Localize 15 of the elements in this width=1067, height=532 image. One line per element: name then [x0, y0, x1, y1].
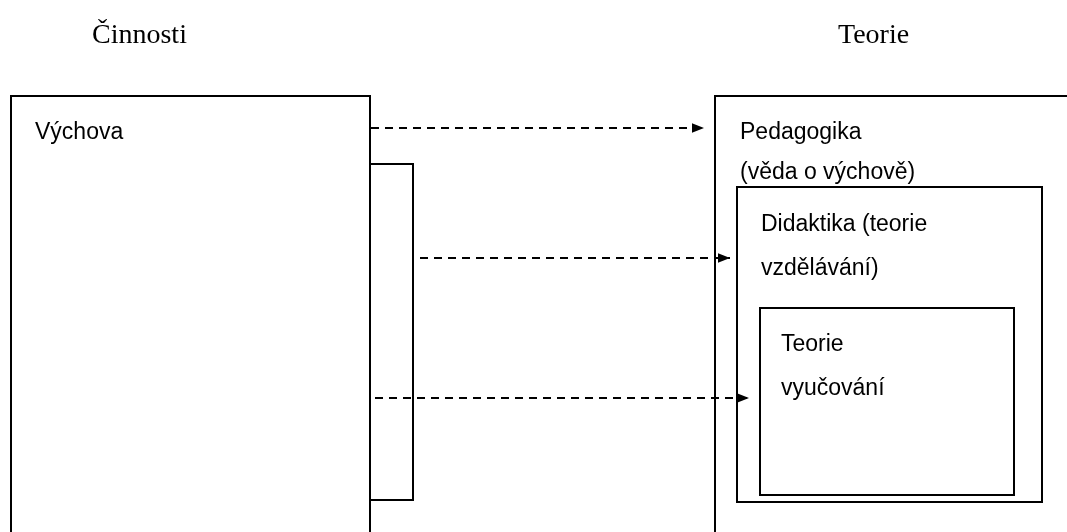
dashed-arrow — [419, 253, 731, 263]
box-heading: Výchova — [35, 117, 125, 146]
empty-box — [369, 163, 414, 501]
column-heading: Teorie — [838, 18, 910, 50]
concept-box — [759, 307, 1015, 496]
column-heading: Činnosti — [92, 18, 187, 50]
concept-box — [714, 95, 1067, 532]
box-heading: Didaktika (teorie vzdělávání) — [761, 209, 929, 282]
concept-box — [10, 95, 371, 532]
concept-box — [736, 186, 1043, 503]
dashed-arrow — [370, 123, 705, 133]
box-heading: Pedagogika — [740, 117, 863, 146]
box-subtitle: (věda o výchově) — [740, 157, 917, 186]
box-heading: Teorie vyučování — [781, 329, 886, 402]
dashed-arrow — [374, 393, 750, 403]
